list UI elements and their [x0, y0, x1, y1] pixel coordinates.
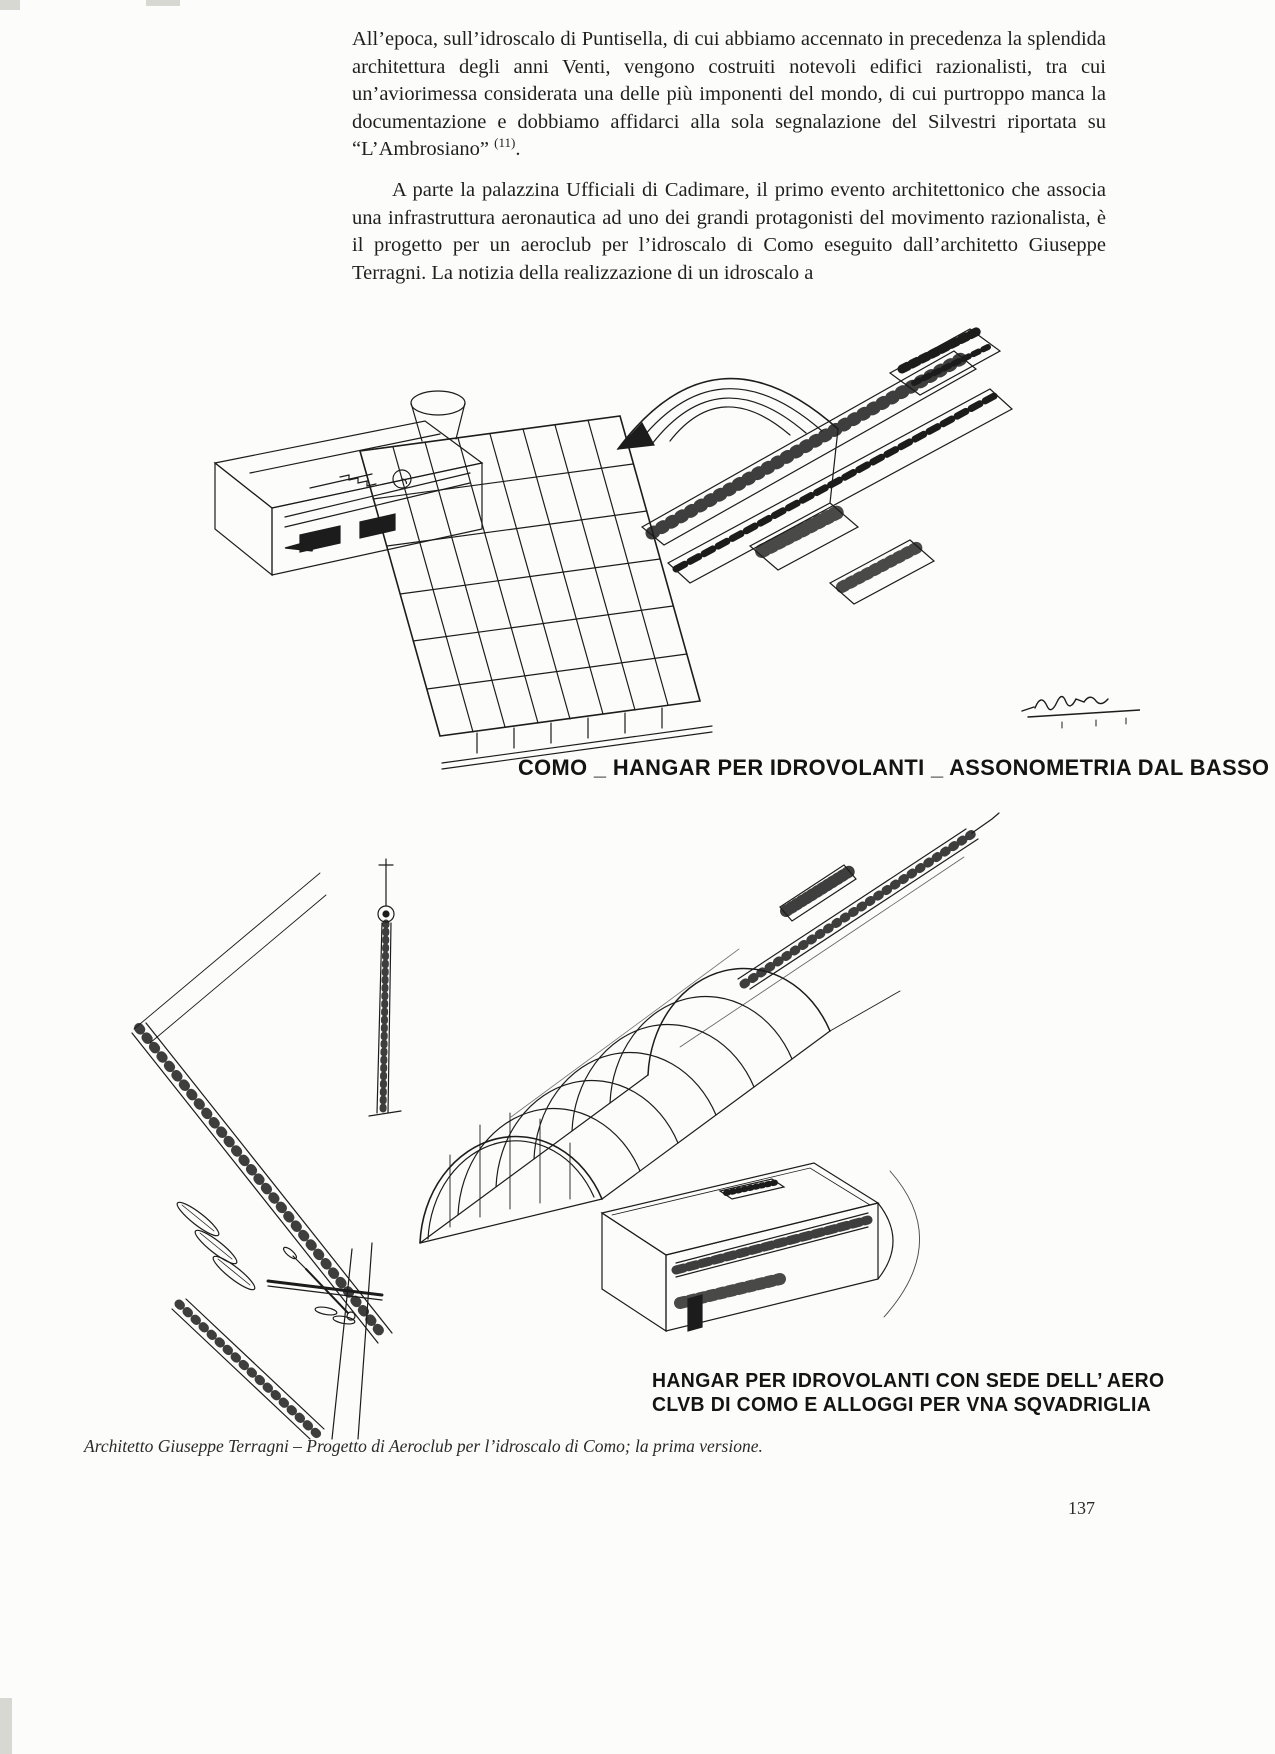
figure2-caption: HANGAR PER IDROVOLANTI CON SEDE DELL’ AE… — [652, 1369, 1164, 1417]
seaplane — [266, 1246, 384, 1325]
paragraph-text: . — [515, 138, 521, 161]
scan-artifact — [0, 0, 20, 10]
clubhouse-block — [600, 1162, 920, 1333]
paragraph-2: A parte la palazzina Ufficiali di Cadima… — [352, 178, 1106, 284]
figure-hangar-aerial-axonometric — [120, 811, 1140, 1441]
scan-artifact — [146, 0, 180, 6]
body-text-block: All’epoca, sull’idroscalo di Puntisella,… — [352, 26, 1106, 287]
paragraph-text: All’epoca, sull’idroscalo di Puntisella,… — [352, 28, 1106, 161]
figure-hangar-axonometric-from-below — [190, 311, 1140, 781]
figure2-caption-line2: CLVB DI COMO E ALLOGGI PER VNA SQVADRIGL… — [652, 1394, 1152, 1416]
page-number: 137 — [1068, 1498, 1095, 1518]
breakwater — [679, 812, 1000, 1048]
architect-signature — [1021, 695, 1140, 729]
boats — [176, 1201, 256, 1291]
axonometric-drawing-2 — [131, 812, 1000, 1440]
figure-credit-caption: Architetto Giuseppe Terragni – Progetto … — [84, 1436, 763, 1456]
figure1-caption: COMO _ HANGAR PER IDROVOLANTI _ ASSONOME… — [518, 755, 1270, 780]
axonometric-drawing-1 — [213, 326, 1140, 770]
paragraph-1: All’epoca, sull’idroscalo di Puntisella,… — [352, 26, 1106, 164]
scan-artifact — [0, 1698, 12, 1754]
footnote-marker: (11) — [494, 135, 516, 151]
figure2-caption-line1: HANGAR PER IDROVOLANTI CON SEDE DELL’ AE… — [652, 1370, 1165, 1392]
hangar-vault — [419, 948, 901, 1244]
mooring-mast — [368, 858, 402, 1117]
